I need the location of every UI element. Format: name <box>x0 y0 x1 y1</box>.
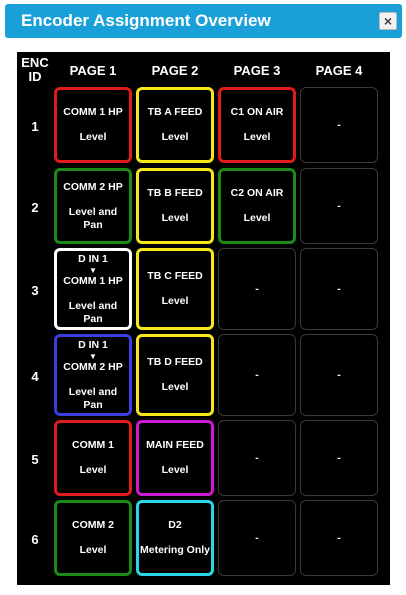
title-bar: Encoder Assignment Overview × <box>5 4 402 38</box>
page-header-4: PAGE 4 <box>315 63 363 78</box>
assignment-mode: Level <box>243 131 271 143</box>
assignment-mode: Metering Only <box>139 544 210 556</box>
assignment-mode: Level <box>161 131 189 143</box>
encoder-cell-r5-p4[interactable]: - <box>300 420 378 496</box>
window-title: Encoder Assignment Overview <box>21 11 271 30</box>
assignment-source: MAIN FEED <box>146 439 204 451</box>
encoder-cell-r2-p4[interactable]: - <box>300 168 378 244</box>
assignment-source: D IN 1 <box>78 338 108 351</box>
encoder-id-1: 1 <box>31 119 39 134</box>
assignment-source: - <box>337 282 341 295</box>
encoder-cell-r6-p3[interactable]: - <box>218 500 296 576</box>
assignment-source: TB B FEED <box>147 187 203 199</box>
encoder-cell-r2-p2[interactable]: TB B FEED Level <box>136 168 214 244</box>
assignment-mode: Level and Pan <box>68 205 118 231</box>
assignment-source: TB D FEED <box>147 356 203 368</box>
assignment-source: - <box>337 451 341 464</box>
encoder-cell-r6-p1[interactable]: COMM 2 Level <box>54 500 132 576</box>
encoder-cell-r3-p3[interactable]: - <box>218 248 296 330</box>
assignment-source: C1 ON AIR <box>230 106 284 118</box>
assignment-source: TB A FEED <box>147 106 203 118</box>
assignment-mode: Level <box>161 464 189 476</box>
encoder-id-6: 6 <box>31 532 39 547</box>
encoder-cell-r3-p2[interactable]: TB C FEED Level <box>136 248 214 330</box>
page-header-2: PAGE 2 <box>151 63 199 78</box>
enc-id-header: ENC ID <box>21 55 49 84</box>
assignment-source: COMM 1 HP <box>63 106 123 118</box>
encoder-id-4: 4 <box>31 369 39 384</box>
arrow-down-icon: ▼ <box>89 351 97 361</box>
encoder-cell-r2-p1[interactable]: COMM 2 HP Level and Pan <box>54 168 132 244</box>
encoder-cell-r1-p3[interactable]: C1 ON AIR Level <box>218 87 296 163</box>
page-header-1: PAGE 1 <box>69 63 117 78</box>
encoder-cell-r4-p1[interactable]: D IN 1▼COMM 2 HP Level and Pan <box>54 334 132 416</box>
encoder-cell-r1-p1[interactable]: COMM 1 HP Level <box>54 87 132 163</box>
assignment-source: COMM 2 <box>72 519 114 531</box>
arrow-down-icon: ▼ <box>89 265 97 275</box>
encoder-id-5: 5 <box>31 452 39 467</box>
assignment-mode: Level <box>79 544 107 556</box>
assignment-source: - <box>255 368 259 381</box>
assignment-source: COMM 1 <box>72 439 114 451</box>
assignment-source: - <box>255 531 259 544</box>
assignment-mode: Level <box>161 212 189 224</box>
encoder-id-2: 2 <box>31 200 39 215</box>
encoder-id-3: 3 <box>31 283 39 298</box>
assignment-source: COMM 1 HP <box>63 274 123 287</box>
assignment-source: - <box>255 451 259 464</box>
encoder-cell-r2-p3[interactable]: C2 ON AIR Level <box>218 168 296 244</box>
assignment-source: COMM 2 HP <box>63 360 123 373</box>
encoder-cell-r4-p4[interactable]: - <box>300 334 378 416</box>
assignment-mode: Level <box>243 212 271 224</box>
assignment-source: - <box>255 282 259 295</box>
page-header-3: PAGE 3 <box>233 63 281 78</box>
assignment-mode: Level and Pan <box>68 299 118 325</box>
close-button[interactable]: × <box>379 12 397 30</box>
encoder-cell-r5-p1[interactable]: COMM 1 Level <box>54 420 132 496</box>
encoder-cell-r3-p4[interactable]: - <box>300 248 378 330</box>
assignment-mode: Level <box>79 464 107 476</box>
encoder-cell-r5-p3[interactable]: - <box>218 420 296 496</box>
assignment-mode: Level <box>161 381 189 393</box>
assignment-source: COMM 2 HP <box>63 180 123 193</box>
assignment-source: - <box>337 531 341 544</box>
encoder-cell-r4-p2[interactable]: TB D FEED Level <box>136 334 214 416</box>
assignment-source: D2 <box>168 519 182 531</box>
encoder-cell-r4-p3[interactable]: - <box>218 334 296 416</box>
encoder-cell-r6-p4[interactable]: - <box>300 500 378 576</box>
assignment-mode: Level <box>79 131 107 143</box>
encoder-cell-r1-p4[interactable]: - <box>300 87 378 163</box>
assignment-mode: Level <box>161 295 189 307</box>
assignment-source: - <box>337 199 341 212</box>
assignment-source: C2 ON AIR <box>230 187 284 199</box>
encoder-cell-r3-p1[interactable]: D IN 1▼COMM 1 HP Level and Pan <box>54 248 132 330</box>
encoder-cell-r5-p2[interactable]: MAIN FEED Level <box>136 420 214 496</box>
assignment-source: D IN 1 <box>78 252 108 265</box>
assignment-mode: Level and Pan <box>68 385 118 411</box>
assignment-source: TB C FEED <box>147 270 203 282</box>
encoder-cell-r1-p2[interactable]: TB A FEED Level <box>136 87 214 163</box>
assignment-source: - <box>337 118 341 131</box>
assignment-source: - <box>337 368 341 381</box>
